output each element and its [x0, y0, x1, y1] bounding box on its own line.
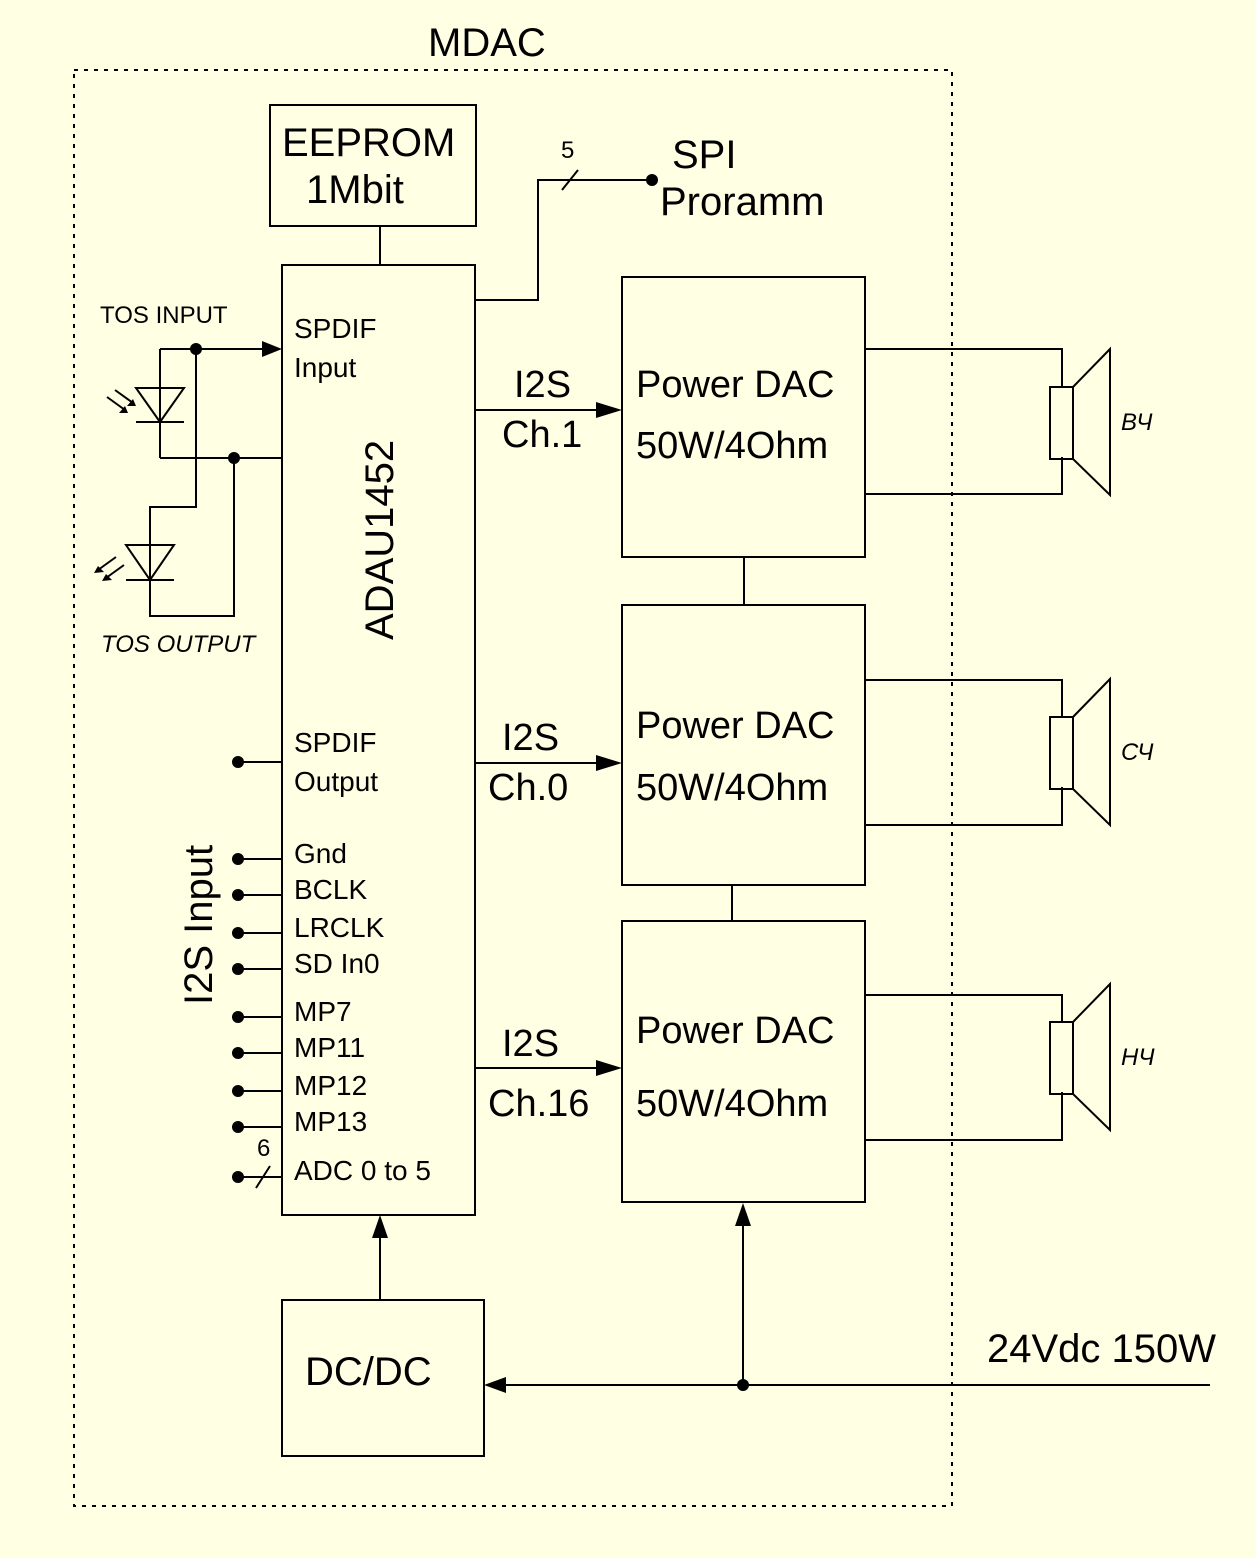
pin-dot[interactable] — [232, 1121, 244, 1133]
speaker-wire — [865, 787, 1063, 826]
pin-dot[interactable] — [232, 963, 244, 975]
spdif-output-label-2: Output — [294, 766, 378, 797]
i2s-channel-label: Ch.1 — [502, 414, 582, 456]
tos-input-label: TOS INPUT — [100, 302, 228, 329]
eeprom-block — [269, 104, 477, 227]
channel-2: I2S Ch.16 Power DAC 50W/4Ohm НЧ — [475, 920, 1155, 1203]
pin-label: Gnd — [294, 838, 347, 869]
pin-dot[interactable] — [232, 889, 244, 901]
power-dac-label: Power DAC — [636, 364, 835, 406]
pin-dot[interactable] — [232, 1085, 244, 1097]
mdac-title: MDAC — [428, 21, 546, 65]
speaker-wire — [865, 457, 1063, 495]
power-input-label: 24Vdc 150W — [987, 1327, 1216, 1371]
i2s-bus-label: I2S — [514, 364, 571, 406]
pin-dot[interactable] — [232, 853, 244, 865]
power-dac-block — [621, 276, 866, 558]
spi-dot — [646, 174, 658, 186]
pin-label: MP12 — [294, 1070, 367, 1101]
speaker-band-label: СЧ — [1121, 739, 1154, 766]
spdif-out-dot — [232, 756, 244, 768]
tos-output-label: TOS OUTPUT — [101, 631, 258, 658]
eeprom-label: EEPROM — [282, 121, 455, 165]
dcdc-to-dsp-arrow — [372, 1215, 388, 1238]
pin-label: SD In0 — [294, 948, 380, 979]
pin-dot[interactable] — [232, 1011, 244, 1023]
tos-out-wire — [149, 349, 235, 617]
i2s-channel-label: Ch.16 — [488, 1083, 589, 1125]
pin-label: MP11 — [294, 1032, 365, 1063]
power-dac-rating: 50W/4Ohm — [636, 425, 828, 467]
pin-dot[interactable] — [232, 927, 244, 939]
adc-dot — [232, 1171, 244, 1183]
speaker-wire — [865, 1092, 1063, 1141]
adc-label: ADC 0 to 5 — [294, 1155, 431, 1186]
spi-prog-label: Proramm — [660, 180, 824, 224]
dcdc-block — [281, 1299, 485, 1457]
spi-label: SPI — [672, 133, 736, 177]
power-to-dcdc-arrow — [484, 1377, 506, 1393]
speaker-icon — [1049, 346, 1111, 498]
i2s-input-label: I2S Input — [177, 845, 221, 1005]
spdif-output-label: SPDIF — [294, 727, 376, 758]
i2s-channel-label: Ch.0 — [488, 767, 568, 809]
power-dac-block — [621, 920, 866, 1203]
speaker-band-label: ВЧ — [1121, 409, 1153, 436]
spdif-input-label: SPDIF — [294, 313, 376, 344]
spi-line — [475, 179, 652, 301]
pin-label: MP13 — [294, 1106, 367, 1137]
speaker-wire — [865, 994, 1063, 1022]
power-dac-rating: 50W/4Ohm — [636, 1083, 828, 1125]
power-dac-rating: 50W/4Ohm — [636, 767, 828, 809]
pin-label: MP7 — [294, 996, 352, 1027]
i2s-arrow — [596, 402, 622, 418]
dsp-block — [281, 264, 476, 1216]
spdif-input-label-2: Input — [294, 352, 356, 383]
channel-1: I2S Ch.0 Power DAC 50W/4Ohm СЧ — [475, 604, 1154, 886]
power-to-amp-arrow — [735, 1203, 751, 1226]
i2s-arrow — [596, 1060, 622, 1076]
pin-label: LRCLK — [294, 912, 385, 943]
adc-bus-slash — [255, 1165, 271, 1189]
dsp-name: ADAU1452 — [358, 440, 402, 640]
speaker-band-label: НЧ — [1121, 1044, 1155, 1071]
speaker-wire — [865, 679, 1063, 717]
power-dac-label: Power DAC — [636, 705, 835, 747]
pin-dot[interactable] — [232, 1047, 244, 1059]
channel-0: I2S Ch.1 Power DAC 50W/4Ohm ВЧ — [475, 276, 1153, 558]
speaker-wire — [865, 348, 1063, 387]
speaker-icon — [1049, 676, 1111, 828]
power-dac-label: Power DAC — [636, 1010, 835, 1052]
adc-bus-width: 6 — [257, 1135, 270, 1162]
tos-rx-diode-icon — [134, 387, 186, 424]
spi-bus-width: 5 — [561, 137, 574, 164]
pin-label: BCLK — [294, 874, 367, 905]
i2s-arrow — [596, 755, 622, 771]
eeprom-size: 1Mbit — [306, 168, 404, 212]
tos-in-arrow — [262, 341, 282, 357]
tos-tx-led-icon — [124, 544, 176, 582]
spi-bus-slash — [561, 169, 579, 191]
i2s-bus-label: I2S — [502, 717, 559, 759]
dcdc-label: DC/DC — [305, 1350, 432, 1394]
i2s-bus-label: I2S — [502, 1023, 559, 1065]
mdac-boundary — [73, 69, 953, 1507]
speaker-icon — [1049, 981, 1111, 1133]
